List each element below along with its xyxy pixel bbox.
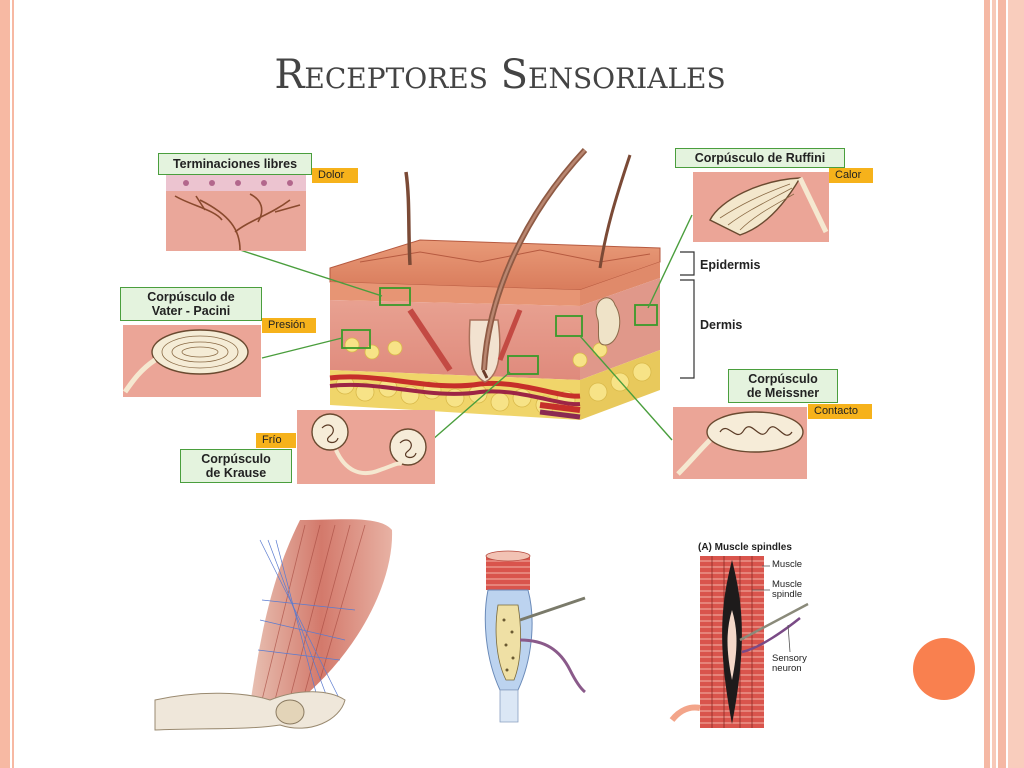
krause-panel <box>297 410 435 484</box>
tag-calor: Calor <box>829 168 873 183</box>
label-ruffini-text: Corpúsculo de Ruffini <box>694 151 826 165</box>
label-pacini-line2: Vater - Pacini <box>151 304 231 318</box>
label-krause: Corpúsculo de Krause <box>180 449 292 483</box>
slide-frame-left <box>0 0 10 768</box>
muscle-spindle-illustration <box>669 556 809 728</box>
slide-frame-right <box>984 0 990 768</box>
label-ruffini: Corpúsculo de Ruffini <box>675 148 845 168</box>
label-meissner: Corpúsculo de Meissner <box>728 369 838 403</box>
label-muscle: Muscle <box>772 559 803 570</box>
tag-contacto: Contacto <box>808 404 872 419</box>
label-pacini-line1: Corpúsculo de <box>147 290 235 304</box>
muscle-spindle-heading: (A) Muscle spindles <box>698 542 792 553</box>
slide-frame-right <box>998 0 1006 768</box>
label-muscle-spindle-line2: spindle <box>772 589 803 600</box>
slide-frame-right <box>992 0 996 768</box>
tag-presion: Presión <box>262 318 316 333</box>
label-meissner-line2: de Meissner <box>746 386 820 400</box>
label-muscle-spindle-line1: Muscle <box>772 579 803 590</box>
label-sensory-neuron: Sensory neuron <box>772 654 807 674</box>
ruffini-panel <box>693 172 829 242</box>
pacini-panel <box>122 325 261 397</box>
label-pacini: Corpúsculo de Vater - Pacini <box>120 287 262 321</box>
meissner-panel <box>673 407 807 479</box>
label-free-endings-text: Terminaciones libres <box>172 157 298 171</box>
label-dermis: Dermis <box>700 318 743 332</box>
label-sensory-neuron-line1: Sensory <box>772 653 807 664</box>
label-epidermis: Epidermis <box>700 258 761 272</box>
tag-frio: Frío <box>256 433 296 448</box>
slide-title: Receptores Sensoriales <box>274 52 726 98</box>
label-krause-line1: Corpúsculo <box>201 452 271 466</box>
label-free-endings: Terminaciones libres <box>158 153 312 175</box>
label-krause-line2: de Krause <box>205 466 267 480</box>
slide-frame-left-line <box>12 0 14 768</box>
tag-dolor: Dolor <box>312 168 358 183</box>
skin-block <box>329 147 661 420</box>
label-meissner-line1: Corpúsculo <box>748 372 818 386</box>
free-endings-panel <box>166 175 306 251</box>
accent-dot <box>913 638 975 700</box>
tendon-organ-illustration <box>484 550 586 723</box>
label-muscle-spindle: Muscle spindle <box>772 580 802 600</box>
label-sensory-neuron-line2: neuron <box>772 663 802 674</box>
slide-frame-right <box>1008 0 1024 768</box>
arm-muscle-illustration <box>154 519 393 731</box>
